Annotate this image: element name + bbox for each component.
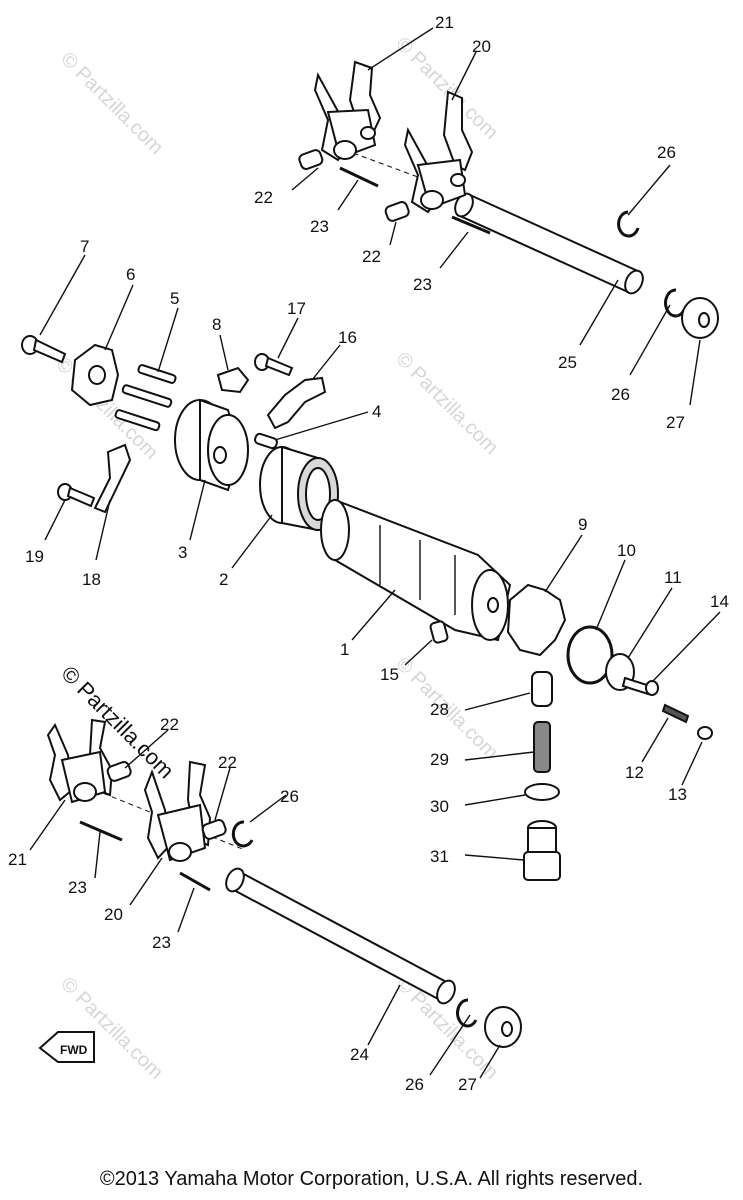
spring-12 — [661, 703, 690, 724]
callout-20-top: 20 — [472, 37, 491, 56]
callout-7: 7 — [80, 237, 89, 256]
cotter-pin-23-bottom-a — [79, 820, 123, 842]
pin-4 — [254, 432, 278, 450]
guide-pin-22-bottom-a — [106, 761, 132, 782]
callout-13: 13 — [668, 785, 687, 804]
stopper-lever-18 — [93, 443, 132, 514]
fwd-arrow-icon: FWD — [38, 1031, 95, 1063]
callout-23-top-a: 23 — [310, 217, 329, 236]
bearing-2 — [259, 445, 339, 532]
callouts: 21 20 22 23 22 23 26 25 26 27 7 6 5 8 17… — [8, 13, 729, 1094]
segment-plate-6 — [70, 343, 120, 407]
shift-drum-1 — [320, 498, 512, 642]
bolt-17 — [254, 353, 294, 377]
copyright-notice: ©2013 Yamaha Motor Corporation, U.S.A. A… — [99, 1168, 644, 1190]
dowel-pin-15 — [429, 620, 449, 644]
callout-5: 5 — [170, 289, 179, 308]
callout-11: 11 — [664, 568, 682, 587]
callout-27-top: 27 — [666, 413, 685, 432]
callout-20-bottom: 20 — [104, 905, 123, 924]
callout-8: 8 — [212, 315, 221, 334]
callout-2: 2 — [219, 570, 228, 589]
guide-pin-22-bottom-b — [201, 819, 227, 840]
watermark: © Partzilla.com — [56, 973, 167, 1084]
callout-23-top-b: 23 — [413, 275, 432, 294]
callout-17: 17 — [287, 299, 306, 318]
stopper-8 — [216, 366, 250, 394]
callout-22-top-b: 22 — [362, 247, 381, 266]
callout-24: 24 — [350, 1045, 369, 1064]
callout-23-bottom-b: 23 — [152, 933, 171, 952]
callout-3: 3 — [178, 543, 187, 562]
callout-21-top: 21 — [435, 13, 454, 32]
callout-28: 28 — [430, 700, 449, 719]
cotter-pin-23-bottom-b — [179, 871, 211, 892]
callout-6: 6 — [126, 265, 135, 284]
callout-10: 10 — [617, 541, 636, 560]
shift-pins-5 — [114, 364, 177, 432]
bottom-shift-fork-group — [46, 718, 522, 1048]
cotter-pin-23-top-a — [339, 166, 379, 188]
callout-31: 31 — [430, 847, 449, 866]
top-shift-fork-group — [298, 60, 719, 339]
callout-29: 29 — [430, 750, 449, 769]
fwd-label: FWD — [60, 1043, 88, 1057]
collar-27-top — [681, 297, 719, 339]
segment-9 — [506, 583, 567, 657]
callout-26-top-b: 26 — [611, 385, 630, 404]
callout-4: 4 — [372, 402, 381, 421]
shift-fork-21-top — [313, 60, 382, 162]
callout-18: 18 — [82, 570, 101, 589]
spring-29 — [533, 721, 551, 773]
stopper-lever-16 — [266, 376, 327, 430]
circlip-26-bottom-b — [456, 998, 478, 1028]
callout-30: 30 — [430, 797, 449, 816]
plunger-28 — [531, 671, 553, 707]
callout-22-bottom-b: 22 — [218, 753, 237, 772]
plug-31 — [523, 820, 561, 881]
callout-22-top-a: 22 — [254, 188, 273, 207]
shift-cam-3 — [174, 398, 249, 492]
callout-26-bottom-b: 26 — [405, 1075, 424, 1094]
circlip-26-top-a — [617, 210, 640, 238]
watermark: © Partzilla.com — [56, 48, 167, 159]
callout-15: 15 — [380, 665, 399, 684]
shift-fork-20-bottom — [143, 760, 212, 862]
collar-27-bottom — [484, 1006, 522, 1048]
bolt-7 — [21, 335, 67, 364]
circlip-10 — [566, 625, 614, 685]
guide-pin-22-top-a — [298, 149, 324, 170]
callout-21-bottom: 21 — [8, 850, 27, 869]
callout-26-top-a: 26 — [657, 143, 676, 162]
callout-16: 16 — [338, 328, 357, 347]
guide-pin-22-top-b — [384, 201, 410, 222]
callout-27-bottom: 27 — [458, 1075, 477, 1094]
washer-30 — [524, 783, 560, 801]
circlip-26-bottom-a — [231, 820, 254, 848]
callout-26-bottom-a: 26 — [280, 787, 299, 806]
shift-fork-21-bottom — [46, 718, 114, 804]
callout-12: 12 — [625, 763, 644, 782]
shift-fork-shaft-top — [344, 149, 644, 295]
shift-drum-group — [21, 335, 713, 881]
callout-9: 9 — [578, 515, 587, 534]
callout-1: 1 — [340, 640, 349, 659]
callout-23-bottom-a: 23 — [68, 878, 87, 897]
callout-25: 25 — [558, 353, 577, 372]
leader-lines — [29, 27, 721, 1079]
callout-19: 19 — [25, 547, 44, 566]
callout-14: 14 — [710, 592, 729, 611]
cotter-pin-23-top-b — [451, 215, 491, 235]
circlip-26-top-b — [664, 288, 686, 318]
shift-fork-20-top — [403, 90, 474, 214]
shift-fork-shaft-bottom — [94, 789, 456, 1005]
watermark: © Partzilla.com — [391, 348, 502, 459]
callout-22-bottom-a: 22 — [160, 715, 179, 734]
cap-13 — [697, 726, 713, 740]
